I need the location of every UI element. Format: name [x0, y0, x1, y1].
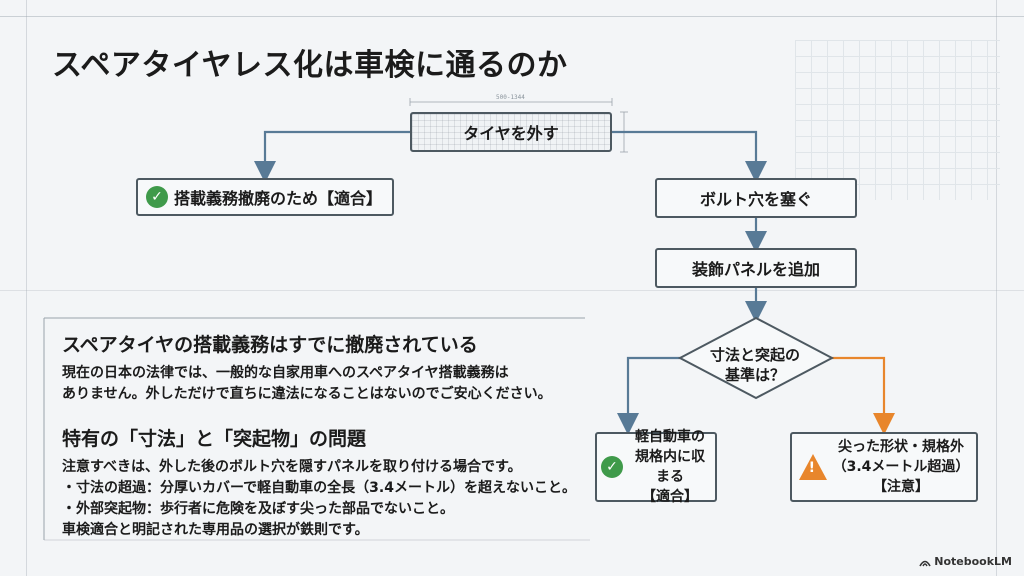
section2-line-2: ・寸法の超過：分厚いカバーで軽自動車の全長（3.4メートル）を超えないこと。 [62, 480, 576, 496]
check-icon: ✓ [601, 456, 623, 478]
background-grid [795, 40, 1000, 200]
ok-line-3: 【適合】 [642, 489, 698, 505]
dimension-label: 500-1344 [496, 94, 525, 101]
ok-line-2: 規格内に収まる [635, 449, 705, 485]
section1-heading: スペアタイヤの搭載義務はすでに撤廃されている [62, 334, 478, 356]
flow-node-ok-result: ✓ 軽自動車の 規格内に収まる 【適合】 [595, 429, 717, 505]
flow-arrows [254, 130, 767, 435]
notebooklm-logo-icon [919, 560, 931, 566]
section2-line-4: 車検適合と明記された専用品の選択が鉄則です。 [62, 522, 369, 538]
node-label: ボルト穴を塞ぐ [699, 190, 812, 209]
ok-line-1: 軽自動車の [635, 429, 705, 445]
warn-line-3: 【注意】 [873, 479, 929, 495]
section1-line-1: 現在の日本の法律では、一般的な自家用車へのスペアタイヤ搭載義務は [62, 365, 509, 381]
warning-icon: ! [798, 454, 827, 480]
section-spare-tire-law: スペアタイヤの搭載義務はすでに撤廃されている 現在の日本の法律では、一般的な自家… [62, 330, 552, 405]
frame-line-mid [0, 290, 1024, 291]
section2-line-3: ・外部突起物：歩行者に危険を及ぼす尖った部品でないこと。 [62, 501, 454, 517]
warning-arrow [830, 356, 895, 435]
section1-line-2: ありません。外しただけで直ちに違法になることはないのでご安心ください。 [62, 386, 552, 402]
section-size-protrusion: 特有の「寸法」と「突起物」の問題 注意すべきは、外した後のボルト穴を隠すパネルを… [62, 424, 576, 541]
flow-node-warning-result: ! 尖った形状・規格外 （3.4メートル超過） 【注意】 [790, 432, 978, 502]
page-title: スペアタイヤレス化は車検に通るのか [52, 48, 568, 83]
node-label: 装飾パネルを追加 [691, 260, 820, 279]
desc-panel-frame [43, 317, 590, 541]
check-icon: ✓ [146, 186, 168, 208]
node-label: 搭載義務撤廃のため【適合】 [174, 189, 383, 208]
frame-line-top [0, 16, 1024, 17]
flow-node-left-result: ✓ 搭載義務撤廃のため【適合】 [136, 178, 394, 216]
frame-line-left [26, 0, 27, 576]
node-label: タイヤを外す [463, 124, 559, 143]
decision-line-2: 基準は？ [724, 366, 785, 384]
decision-label: 寸法と突起の 基準は？ [680, 340, 830, 390]
flow-node-add-panel: 装飾パネルを追加 [655, 248, 857, 288]
section2-heading: 特有の「寸法」と「突起物」の問題 [62, 428, 367, 450]
decision-line-1: 寸法と突起の [709, 346, 800, 364]
frame-line-right [996, 0, 997, 576]
flow-node-remove-tire: タイヤを外す [410, 112, 612, 152]
warn-line-1: 尖った形状・規格外 [838, 439, 964, 455]
brand-label: NotebookLM [919, 555, 1012, 568]
warn-line-2: （3.4メートル超過） [832, 459, 970, 475]
flow-node-plug-holes: ボルト穴を塞ぐ [655, 178, 857, 218]
decision-diamond [677, 316, 835, 400]
brand-text: NotebookLM [934, 555, 1012, 568]
section2-line-1: 注意すべきは、外した後のボルト穴を隠すパネルを取り付ける場合です。 [62, 459, 522, 475]
